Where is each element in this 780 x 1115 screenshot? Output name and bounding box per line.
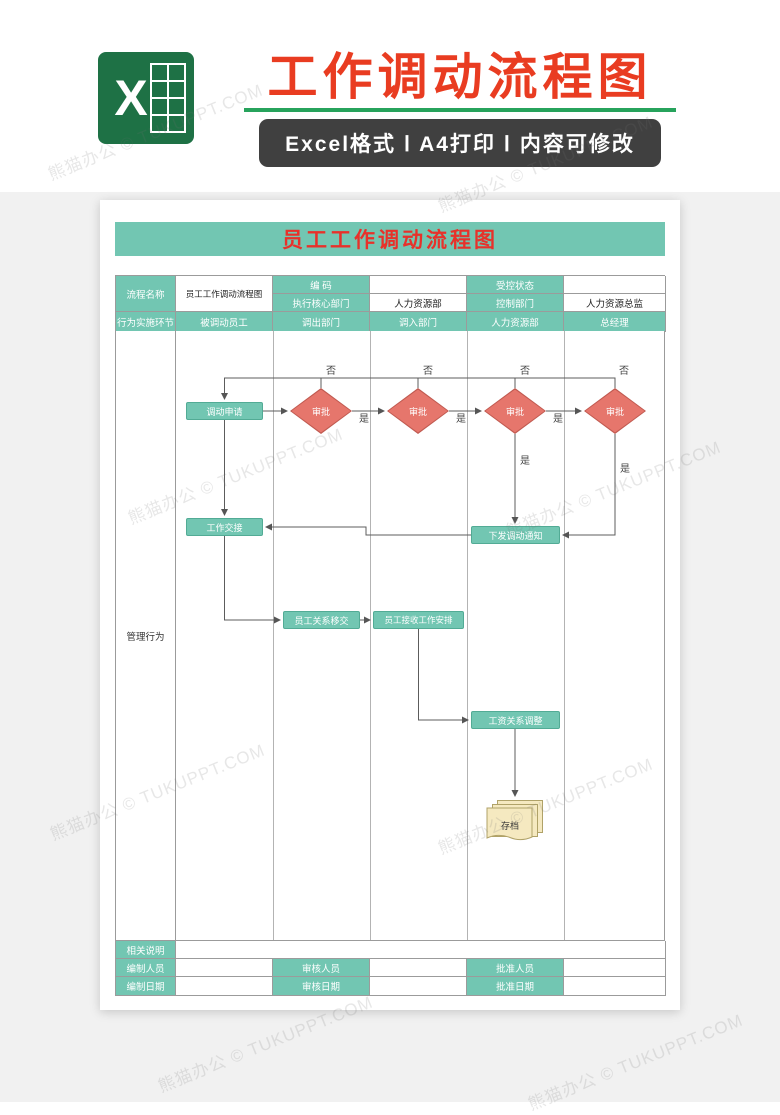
node-approval-out-dept: 审批: [290, 388, 352, 434]
header-banner: X 工作调动流程图 Excel格式 Ⅰ A4打印 Ⅰ 内容可修改: [0, 0, 780, 192]
code-value: [370, 276, 467, 294]
label-no: 否: [619, 366, 629, 377]
label-no: 否: [520, 366, 530, 377]
label-yes: 是: [359, 414, 369, 425]
approver-label: 批准人员: [467, 959, 564, 977]
control-dept-label: 控制部门: [467, 294, 564, 312]
lane-divider: [564, 331, 565, 940]
flow-connectors: [221, 377, 616, 797]
excel-x-letter: X: [114, 70, 148, 126]
node-approval-hr: 审批: [484, 388, 546, 434]
reviewer-value: [370, 959, 467, 977]
lane-divider: [370, 331, 371, 940]
process-name-label: 流程名称: [116, 276, 176, 312]
controlled-state-value: [564, 276, 666, 294]
node-archive: 存档: [486, 799, 544, 847]
lane-divider: [273, 331, 274, 940]
review-date-value: [370, 977, 467, 996]
side-label: 管理行为: [116, 331, 176, 940]
lane-header-label: 行为实施环节: [116, 312, 176, 332]
flowchart-area: 管理行为: [115, 331, 665, 940]
remark-label: 相关说明: [116, 941, 176, 959]
banner-title-block: 工作调动流程图 Excel格式 Ⅰ A4打印 Ⅰ 内容可修改: [212, 50, 708, 167]
lane-header-hr: 人力资源部: [467, 312, 564, 332]
label-no: 否: [326, 366, 336, 377]
format-badge: Excel格式 Ⅰ A4打印 Ⅰ 内容可修改: [259, 119, 661, 167]
lane-header-out-dept: 调出部门: [273, 312, 370, 332]
lane-header-in-dept: 调入部门: [370, 312, 467, 332]
lane-header-gm: 总经理: [564, 312, 666, 332]
node-approval-in-dept: 审批: [387, 388, 449, 434]
maker-value: [176, 959, 273, 977]
lane-header-employee: 被调动员工: [176, 312, 273, 332]
make-date-value: [176, 977, 273, 996]
page-title: 工作调动流程图: [267, 49, 653, 105]
exec-dept-value: 人力资源部: [370, 294, 467, 312]
label-yes: 是: [456, 414, 466, 425]
control-dept-value: 人力资源总监: [564, 294, 666, 312]
reviewer-label: 审核人员: [273, 959, 370, 977]
code-label: 编 码: [273, 276, 370, 294]
spreadsheet-icon: [150, 63, 186, 133]
label-yes: 是: [553, 414, 563, 425]
make-date-label: 编制日期: [116, 977, 176, 996]
watermark: 熊猫办公 © TUKUPPT.COM: [525, 1010, 746, 1115]
node-transfer-application: 调动申请: [186, 402, 263, 420]
node-issue-notice: 下发调动通知: [471, 526, 560, 544]
document-page: 员工工作调动流程图 流程名称 员工工作调动流程图 编 码 受控状态 执行核心部门…: [100, 200, 680, 1010]
approve-date-value: [564, 977, 666, 996]
maker-label: 编制人员: [116, 959, 176, 977]
excel-logo: X: [98, 52, 194, 144]
node-approval-gm: 审批: [584, 388, 646, 434]
doc-title-bar: 员工工作调动流程图: [115, 222, 665, 256]
review-date-label: 审核日期: [273, 977, 370, 996]
approver-value: [564, 959, 666, 977]
controlled-state-label: 受控状态: [467, 276, 564, 294]
process-name-value: 员工工作调动流程图: [176, 276, 273, 312]
info-table: 流程名称 员工工作调动流程图 编 码 受控状态 执行核心部门 人力资源部 控制部…: [115, 275, 666, 332]
node-relation-transfer: 员工关系移交: [283, 611, 360, 629]
lane-divider: [467, 331, 468, 940]
document-stack-icon: [486, 800, 543, 841]
exec-dept-label: 执行核心部门: [273, 294, 370, 312]
footer-table: 相关说明 编制人员 审核人员 批准人员 编制日期 审核日期 批准日期: [115, 940, 666, 996]
label-no: 否: [423, 366, 433, 377]
label-yes: 是: [520, 456, 530, 467]
node-work-handover: 工作交接: [186, 518, 263, 536]
node-receive-arrangement: 员工接收工作安排: [373, 611, 464, 629]
remark-value: [176, 941, 666, 959]
title-underline: [244, 108, 676, 112]
approve-date-label: 批准日期: [467, 977, 564, 996]
label-yes: 是: [620, 464, 630, 475]
node-salary-adjust: 工资关系调整: [471, 711, 560, 729]
